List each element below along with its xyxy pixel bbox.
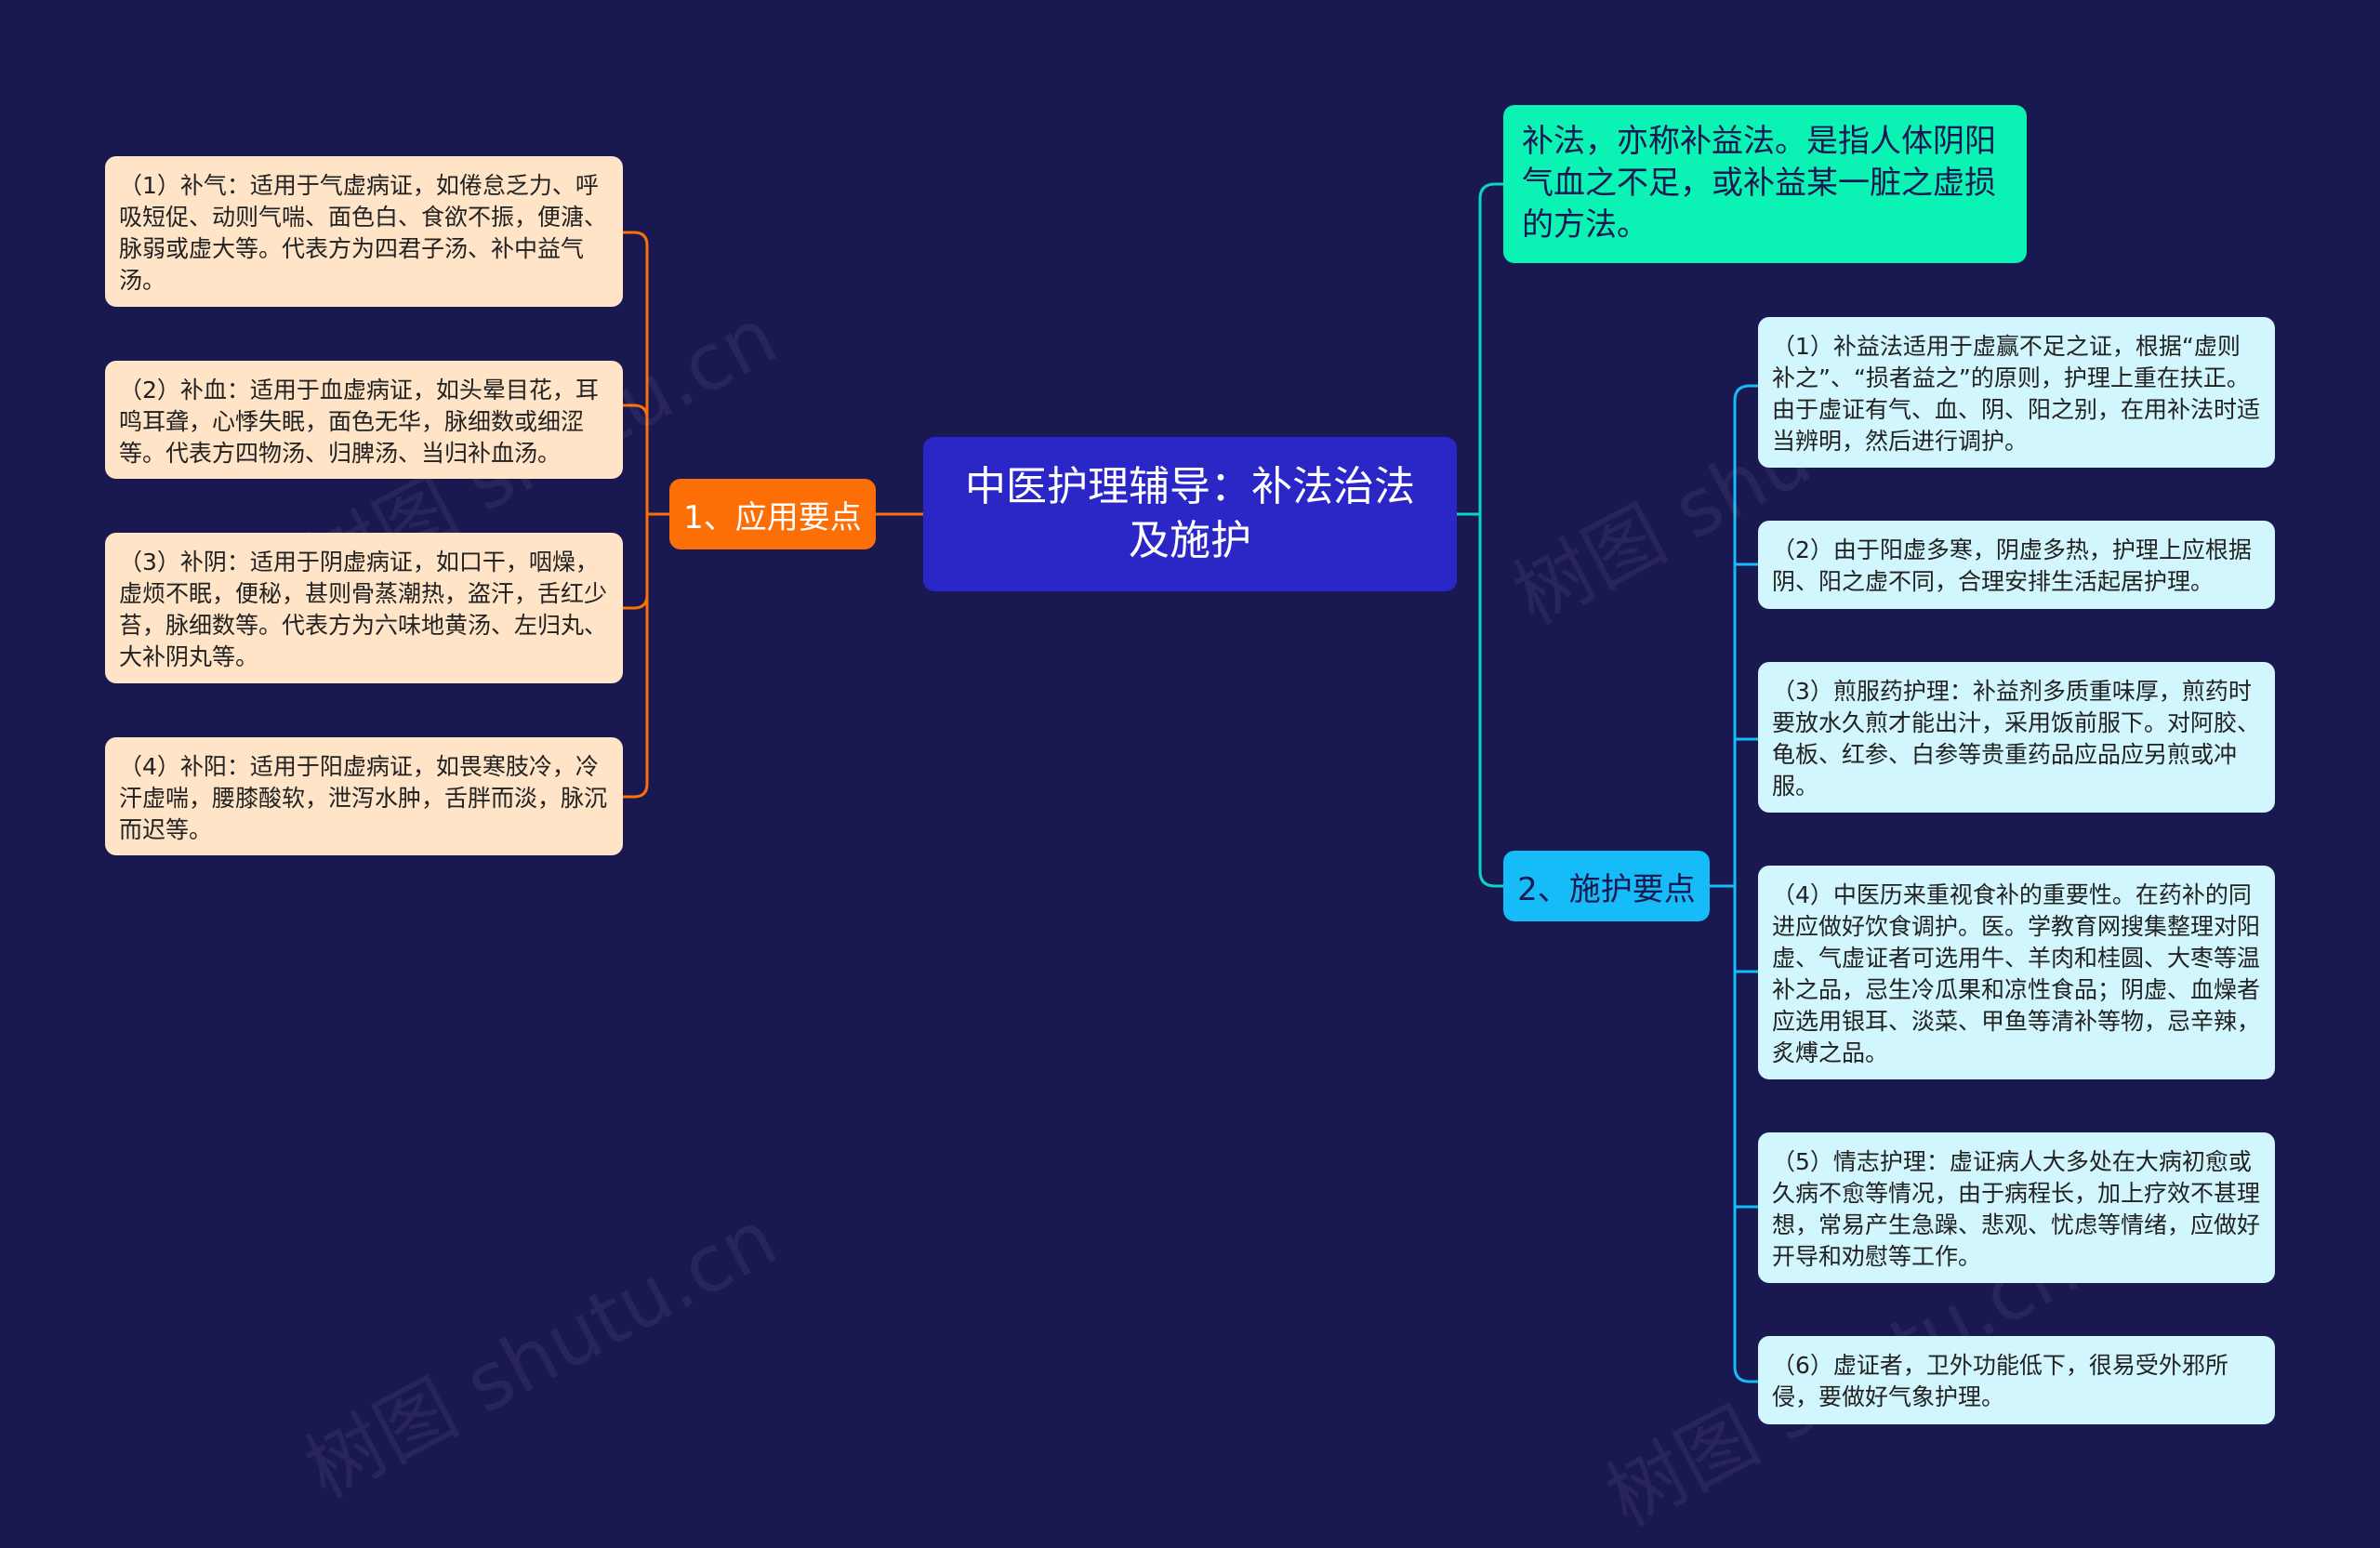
branch-label: 2、施护要点 [1517,870,1696,908]
branch-label: 1、应用要点 [683,498,862,536]
connector-leaf-r6 [1733,1366,1758,1383]
leaf-text: （3）补阴：适用于阴虚病证，如口干，咽燥，虚烦不眠，便秘，甚则骨蒸潮热，盗汗，舌… [119,549,608,670]
connector-leaf-r1 [1733,384,1758,402]
leaf-node-buyin[interactable]: （3）补阴：适用于阴虚病证，如口干，咽燥，虚烦不眠，便秘，甚则骨蒸潮热，盗汗，舌… [105,533,623,683]
definition-text: 补法，亦称补益法。是指人体阴阳气血之不足，或补益某一脏之虚损的方法。 [1522,123,1996,244]
leaf-node-nursing-3[interactable]: （3）煎服药护理：补益剂多质重味厚，煎药时要放水久煎才能出汁，采用饭前服下。对阿… [1758,662,2275,813]
leaf-node-nursing-5[interactable]: （5）情志护理：虚证病人大多处在大病初愈或久病不愈等情况，由于病程长，加上疗效不… [1758,1132,2275,1283]
leaf-text: （4）中医历来重视食补的重要性。在药补的同进应做好饮食调护。医。学教育网搜集整理… [1772,881,2261,1066]
leaf-node-nursing-6[interactable]: （6）虚证者，卫外功能低下，很易受外邪所侵，要做好气象护理。 [1758,1336,2275,1424]
definition-node[interactable]: 补法，亦称补益法。是指人体阴阳气血之不足，或补益某一脏之虚损的方法。 [1503,105,2027,263]
leaf-node-nursing-4[interactable]: （4）中医历来重视食补的重要性。在药补的同进应做好饮食调护。医。学教育网搜集整理… [1758,866,2275,1079]
connector-leaf-l3 [623,594,649,610]
connector-leaf-l1 [623,231,649,246]
leaf-text: （2）由于阳虚多寒，阴虚多热，护理上应根据阴、阳之虚不同，合理安排生活起居护理。 [1772,536,2252,595]
branch-node-application[interactable]: 1、应用要点 [669,479,876,549]
root-node[interactable]: 中医护理辅导：补法治法及施护 [923,437,1457,591]
leaf-text: （2）补血：适用于血虚病证，如头晕目花，耳鸣耳聋，心悸失眠，面色无华，脉细数或细… [119,377,599,467]
leaf-node-buqi[interactable]: （1）补气：适用于气虚病证，如倦怠乏力、呼吸短促、动则气喘、面色白、食欲不振，便… [105,156,623,307]
leaf-text: （3）煎服药护理：补益剂多质重味厚，煎药时要放水久煎才能出汁，采用饭前服下。对阿… [1772,678,2261,800]
leaf-node-buxue[interactable]: （2）补血：适用于血虚病证，如头晕目花，耳鸣耳聋，心悸失眠，面色无华，脉细数或细… [105,361,623,479]
root-label: 中医护理辅导：补法治法及施护 [965,463,1415,564]
leaf-node-nursing-2[interactable]: （2）由于阳虚多寒，阴虚多热，护理上应根据阴、阳之虚不同，合理安排生活起居护理。 [1758,521,2275,609]
leaf-text: （6）虚证者，卫外功能低下，很易受外邪所侵，要做好气象护理。 [1772,1352,2228,1410]
connector-leaf-l2 [623,404,649,419]
connector-definition [1478,182,1503,200]
branch-node-nursing[interactable]: 2、施护要点 [1503,851,1710,921]
connector-leaf-l4 [623,783,649,799]
connector-branch2 [1478,870,1503,888]
leaf-text: （4）补阳：适用于阳虚病证，如畏寒肢冷，冷汗虚喘，腰膝酸软，泄泻水肿，舌胖而淡，… [119,753,608,843]
leaf-text: （1）补气：适用于气虚病证，如倦怠乏力、呼吸短促、动则气喘、面色白、食欲不振，便… [119,172,608,294]
leaf-node-nursing-1[interactable]: （1）补益法适用于虚赢不足之证，根据“虚则补之”、“损者益之”的原则，护理上重在… [1758,317,2275,468]
leaf-node-buyang[interactable]: （4）补阳：适用于阳虚病证，如畏寒肢冷，冷汗虚喘，腰膝酸软，泄泻水肿，舌胖而淡，… [105,737,623,855]
leaf-text: （1）补益法适用于虚赢不足之证，根据“虚则补之”、“损者益之”的原则，护理上重在… [1772,333,2261,455]
leaf-text: （5）情志护理：虚证病人大多处在大病初愈或久病不愈等情况，由于病程长，加上疗效不… [1772,1148,2261,1270]
